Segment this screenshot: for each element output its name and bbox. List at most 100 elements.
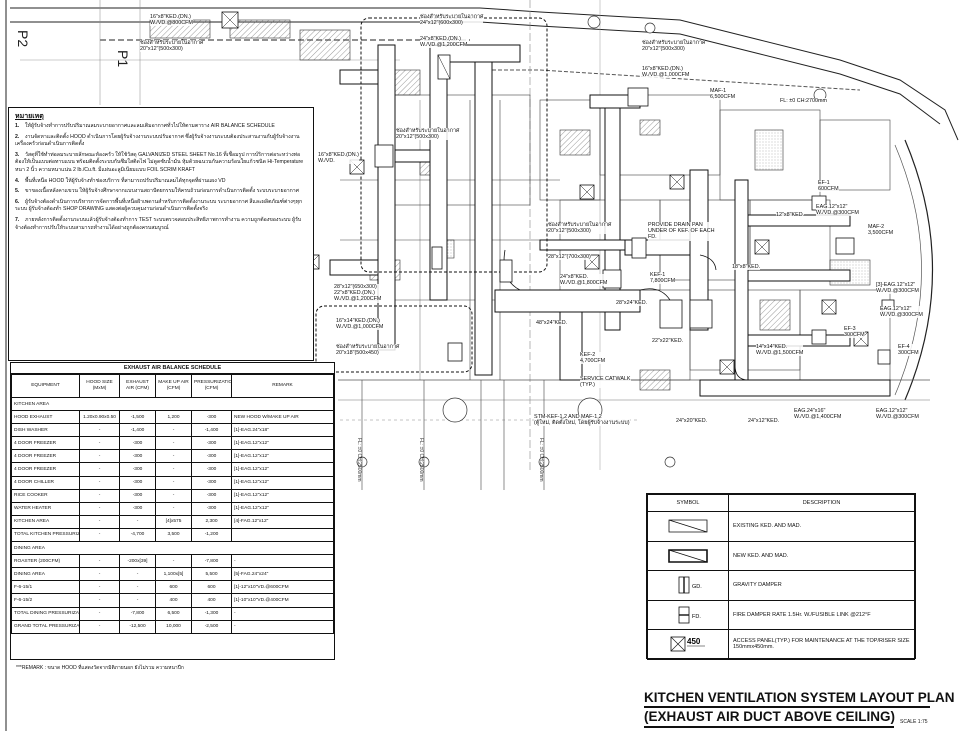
legend-desc: GRAVITY DAMPER xyxy=(728,570,915,601)
plan-level-label: FL: ±0 CH:2500mm xyxy=(356,438,362,482)
schedule-cell: 6,500 xyxy=(155,606,192,621)
schedule-cell xyxy=(231,527,334,543)
plan-label: MAF-2 3,500CFM xyxy=(868,224,894,237)
schedule-cell: -300 xyxy=(191,410,232,425)
plan-label: KEF-1 7,800CFM xyxy=(650,272,676,285)
notes-list: 1.ให้ผู้รับจ้างทำการปรับปริมาณลมระบายอาก… xyxy=(15,123,307,235)
grid-label-p1: P1 xyxy=(115,50,131,67)
note-number: 4. xyxy=(15,177,20,184)
note-text: ขาของเนื้อหลังคาแขวน ให้ผู้รับจ้างศึกษาจ… xyxy=(25,188,299,195)
schedule-section-row: KITCHEN AREA xyxy=(11,396,334,412)
schedule-cell: - xyxy=(155,501,192,516)
plan-label: 24"x8"KED.(DN.) W./VD.@1,200CFM xyxy=(420,36,468,49)
schedule-cell: -1,300 xyxy=(191,606,232,621)
schedule-cell: - xyxy=(79,436,120,451)
schedule-cell: NEW HOOD W/MAKE UP AIR xyxy=(231,410,334,425)
legend-desc: ACCESS PANEL(TYP.) FOR MAINTENANCE AT TH… xyxy=(728,629,915,660)
schedule-cell: 600 xyxy=(191,580,232,595)
note-text: ให้ผู้รับจ้างทำการปรับปริมาณลมระบายอากาศ… xyxy=(25,123,275,129)
schedule-cell: - xyxy=(119,580,156,595)
schedule-column-header: PRESSURIZATION (CFM) xyxy=(191,374,232,398)
schedule-row: DISH WASHER--1,400--1,400[1]-EAG.24"x18" xyxy=(11,423,334,438)
note-text: งานจัดหาและติดตั้ง HOOD ดำเนินการโดยผู้ร… xyxy=(15,133,300,148)
plan-label: PROVIDE DRAIN PAN UNDER OF KEF. OF EACH … xyxy=(648,222,715,241)
schedule-cell: 2,300 xyxy=(191,514,232,529)
note-text: พื้นที่เหนือ HOOD ให้ผู้รับจ้างทำช่องบริ… xyxy=(25,177,226,184)
drawing-subtitle: (EXHAUST AIR DUCT ABOVE CEILING) xyxy=(644,709,896,724)
schedule-cell: DINING AREA xyxy=(11,567,80,582)
schedule-cell: -1,400 xyxy=(191,423,232,438)
notes-heading: หมายเหตุ xyxy=(15,113,44,120)
equipment-symbols xyxy=(221,11,895,365)
plan-label: 16"x14"KED.(DN.) W./VD.@1,000CFM xyxy=(336,318,384,331)
note-item: 3.วัสดุที่ใช้ทำท่อลมระบายลักษณะห้องครัว … xyxy=(15,152,307,175)
fire-damper-icon: FD. xyxy=(678,606,701,624)
gravity-damper-icon: GD. xyxy=(678,576,702,594)
legend-row: FD. FIRE DAMPER RATE 1.5Hr. W./FUSIBLE L… xyxy=(647,599,915,630)
schedule-cell: - xyxy=(79,606,120,621)
schedule-cell: 1.20x0.90x0.50 xyxy=(79,410,120,425)
legend-code: GD. xyxy=(692,584,702,590)
plan-label: ช่องสำหรับระบายในอากาศ 20"x12"(500x300) xyxy=(140,40,204,53)
schedule-cell: -200x[39] xyxy=(119,554,156,569)
schedule-cell: - xyxy=(79,449,120,464)
plan-label: 16"x8"KED.(DN.) W./VD. xyxy=(318,152,359,165)
plan-label: KEF-2 4,700CFM xyxy=(580,352,606,365)
legend-table: SYMBOL DESCRIPTION EXISTING KED. AND MAD… xyxy=(647,494,915,660)
schedule-cell: -300 xyxy=(191,462,232,477)
schedule-cell: 4 DOOR FREEZER xyxy=(11,449,80,464)
schedule-cell: -300 xyxy=(191,436,232,451)
note-item: 4. พื้นที่เหนือ HOOD ให้ผู้รับจ้างทำช่องบ… xyxy=(15,178,307,186)
schedule-column-header: HOOD SIZE (MxM) xyxy=(79,374,120,398)
note-item: 2.งานจัดหาและติดตั้ง HOOD ดำเนินการโดยผู… xyxy=(15,134,307,149)
schedule-row: ROASTER (200CFM)--200x[39]--7,800- xyxy=(11,554,334,569)
schedule-cell: - xyxy=(155,488,192,503)
plan-level-label: FL: ±0 CH:2500mm xyxy=(538,438,544,482)
schedule-cell: -7,800 xyxy=(119,606,156,621)
note-text: วัสดุที่ใช้ทำท่อลมระบายลักษณะห้องครัว ให… xyxy=(15,151,304,173)
schedule-row: GRAND TOTAL PRESSURIZATION--12,50010,000… xyxy=(11,619,334,634)
schedule-section-label: KITCHEN AREA xyxy=(11,396,334,412)
schedule-cell: - xyxy=(79,423,120,438)
schedule-cell: - xyxy=(155,475,192,490)
legend-header-symbol: SYMBOL xyxy=(647,494,729,512)
schedule-cell: 10,000 xyxy=(155,619,192,634)
schedule-cell: - xyxy=(231,619,334,634)
legend-header-description: DESCRIPTION xyxy=(728,494,915,512)
schedule-cell: -1,400 xyxy=(119,423,156,438)
note-item: 6.ผู้รับจ้างต้องดำเนินการบริหารการจัดการ… xyxy=(15,199,307,214)
schedule-cell: - xyxy=(79,462,120,477)
plan-label: FL: ±0 CH:2700mm xyxy=(780,98,827,105)
note-item: 7.ภายหลังการติดตั้งงานระบบแล้วผู้รับจ้าง… xyxy=(15,217,307,232)
note-item: 5.ขาของเนื้อหลังคาแขวน ให้ผู้รับจ้างศึกษ… xyxy=(15,188,307,196)
schedule-column-header: REMARK xyxy=(231,374,334,398)
schedule-cell: - xyxy=(79,580,120,595)
schedule-cell: - xyxy=(79,514,120,529)
plan-label: 24"x12"KED. xyxy=(748,418,780,425)
schedule-cell: 400 xyxy=(155,593,192,608)
symbol-legend: SYMBOL DESCRIPTION EXISTING KED. AND MAD… xyxy=(646,493,916,660)
plan-label: 28"x12"(650x300) 22"x8"KED.(DN.) W./VD.@… xyxy=(334,284,382,303)
plan-label: 24"x20"KED. xyxy=(676,418,708,425)
schedule-section-label: DINING AREA xyxy=(11,541,334,556)
plan-label: [3]-EAG.12"x12" W./VD.@300CFM xyxy=(876,282,919,295)
schedule-cell: 600 xyxy=(155,580,192,595)
plan-label: SERVICE CATWALK (TYP.) xyxy=(580,376,631,389)
schedule-cell: F-6-15/1 xyxy=(11,580,80,595)
legend-code: 450 xyxy=(687,637,701,646)
schedule-cell: TOTAL DINING PRESSURIZATION xyxy=(11,606,80,621)
schedule-cell: [1]-EAG.12"x12" xyxy=(231,449,334,464)
schedule-cell: -300 xyxy=(119,475,156,490)
schedule-cell: [1]-EAG.12"x12" xyxy=(231,488,334,503)
schedule-column-header: EQUIPMENT xyxy=(11,374,80,398)
legend-desc: NEW KED. AND MAD. xyxy=(728,540,915,571)
legend-row: EXISTING KED. AND MAD. xyxy=(647,511,915,542)
schedule-cell: - xyxy=(79,488,120,503)
schedule-row: 4 DOOR CHILLER--300--300[1]-EAG.12"x12" xyxy=(11,475,334,490)
schedule-row: WATER HEATER--300--300[1]-EAG.12"x12" xyxy=(11,501,334,516)
drawing-title: KITCHEN VENTILATION SYSTEM LAYOUT PLAN xyxy=(644,690,955,705)
